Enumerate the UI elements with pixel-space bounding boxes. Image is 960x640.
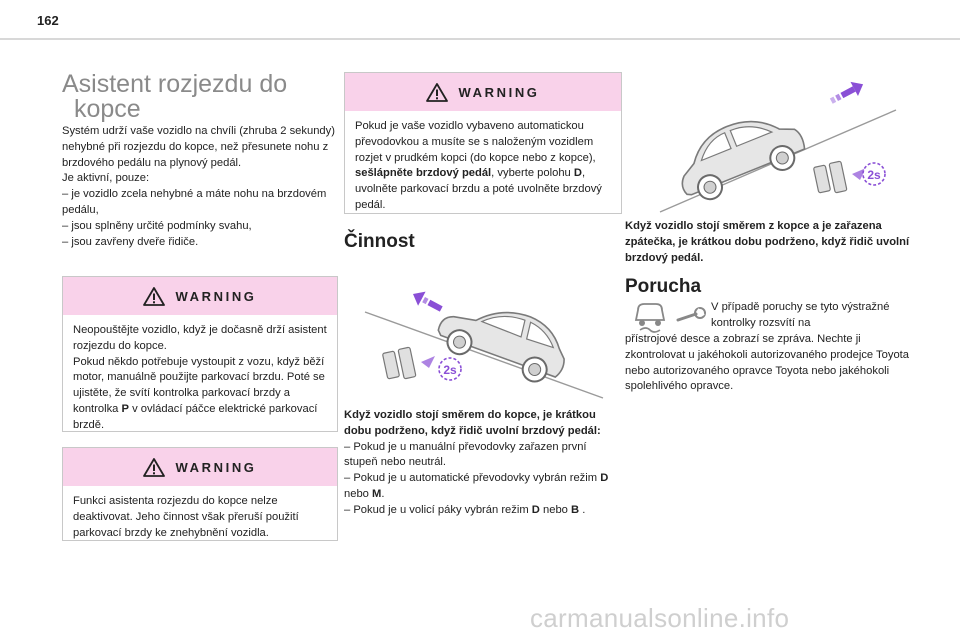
warning-body: Neopouštějte vozidlo, když je dočasně dr… — [63, 315, 337, 444]
timer-label: 2s — [443, 363, 457, 377]
motion-arrow-icon — [413, 291, 443, 312]
cinnost-item: – Pokud je u volicí páky vybrán režim D … — [344, 503, 620, 519]
timer-label: 2s — [867, 168, 881, 182]
warning-box-2: WARNING Funkci asistenta rozjezdu do kop… — [62, 447, 338, 541]
text-part: – Pokud je u volicí páky vybrán režim — [344, 503, 532, 516]
intro-active-label: Je aktivní, pouze: — [62, 172, 150, 185]
warning-text-part: v ovládací páčce elektrické parkovací br… — [73, 402, 318, 431]
intro-paragraph: Systém udrží vaše vozidlo na chvíli (zhr… — [62, 125, 335, 169]
warning-body: Funkci asistenta rozjezdu do kopce nelze… — [63, 486, 337, 551]
text-part: – Pokud je u automatické převodovky vybr… — [344, 472, 601, 485]
text-part: . — [579, 503, 586, 516]
warning-text-part: , vyberte polohu — [491, 167, 574, 180]
title-line-1: Asistent rozjezdu do — [62, 70, 288, 98]
warning-label: WARNING — [175, 459, 257, 475]
title-line-2: kopce — [74, 95, 141, 123]
text-part: nebo — [344, 487, 372, 500]
wrench-lamp-icon — [676, 307, 706, 322]
warning-body: Pokud je vaše vozidlo vybaveno automatic… — [345, 111, 621, 224]
intro-list-item: – jsou zavřeny dveře řidiče. — [62, 235, 199, 248]
warning-text: Funkci asistenta rozjezdu do kopce nelze… — [73, 495, 299, 539]
warning-lamps — [634, 303, 706, 333]
warning-text-part: , uvolněte parkovací brzdu a poté uvolně… — [355, 167, 602, 211]
warning-label: WARNING — [458, 84, 540, 100]
timer-2s-icon: 2s — [438, 357, 462, 381]
warning-label: WARNING — [175, 288, 257, 304]
warning-box-1: WARNING Neopouštějte vozidlo, když je do… — [62, 276, 338, 432]
porucha-text: přístrojové desce a zobrazí se zpráva. N… — [625, 333, 910, 393]
cinnost-lead: Když vozidlo stojí směrem do kopce, je k… — [344, 408, 620, 440]
warning-triangle-icon — [426, 82, 449, 102]
section-heading-cinnost: Činnost — [344, 231, 415, 252]
watermark: carmanualsonline.info — [530, 603, 790, 633]
top-divider — [0, 38, 960, 40]
warning-header: WARNING — [63, 277, 337, 315]
text-part: . — [381, 487, 385, 500]
intro-text: Systém udrží vaše vozidlo na chvíli (zhr… — [62, 124, 338, 250]
downhill-reverse-car-illustration: 2s — [659, 81, 897, 213]
warning-text: Pokud je vaše vozidlo vybaveno automatic… — [355, 119, 611, 214]
text-part: nebo — [539, 503, 571, 516]
motion-arrow-icon — [829, 81, 864, 104]
warning-header: WARNING — [345, 73, 621, 111]
warning-text: Neopouštějte vozidlo, když je dočasně dr… — [73, 324, 327, 352]
text-bold: M — [372, 487, 382, 500]
warning-triangle-icon — [143, 286, 166, 306]
cinnost-item: – Pokud je u manuální převodovky zařazen… — [344, 440, 587, 469]
warning-text-bold: P — [121, 402, 129, 415]
text-bold: B — [571, 503, 580, 516]
porucha-text: V případě poruchy se tyto výstražné kont… — [711, 301, 890, 329]
page-number: 162 — [37, 13, 59, 28]
warning-triangle-icon — [143, 457, 166, 477]
cinnost-lead-bold: Když vozidlo stojí směrem do kopce, je k… — [344, 409, 601, 437]
text-bold: D — [600, 472, 609, 485]
warning-text-part: Pokud je vaše vozidlo vybaveno automatic… — [355, 120, 596, 164]
pedals-icon — [382, 346, 435, 380]
section-heading-porucha: Porucha — [625, 276, 702, 297]
warning-text: Pokud někdo potřebuje vystoupit z vozu, … — [73, 355, 327, 434]
cinnost-text: Když vozidlo stojí směrem do kopce, je k… — [344, 408, 620, 519]
page-title: Asistent rozjezdu do kopce — [62, 72, 342, 122]
pedals-icon — [813, 160, 866, 194]
warning-header: WARNING — [63, 448, 337, 486]
intro-list-item: – je vozidlo zcela nehybné a máte nohu n… — [62, 188, 327, 216]
warning-text-bold: sešlápněte brzdový pedál — [355, 167, 492, 180]
warning-box-3: WARNING Pokud je vaše vozidlo vybaveno a… — [344, 72, 622, 214]
uphill-car-illustration: 2s — [364, 291, 604, 399]
warning-text-part: Pokud někdo potřebuje vystoupit z vozu, … — [73, 355, 325, 415]
reverse-caption: Když vozidlo stojí směrem z kopce a je z… — [625, 220, 910, 264]
intro-list-item: – jsou splněny určité podmínky svahu, — [62, 219, 252, 232]
timer-2s-icon: 2s — [862, 162, 886, 186]
cinnost-item: – Pokud je u automatické převodovky vybr… — [344, 471, 620, 503]
hill-hold-lamp-icon — [634, 303, 666, 333]
text-bold: D — [531, 503, 540, 516]
warning-text-bold: D — [573, 167, 582, 180]
